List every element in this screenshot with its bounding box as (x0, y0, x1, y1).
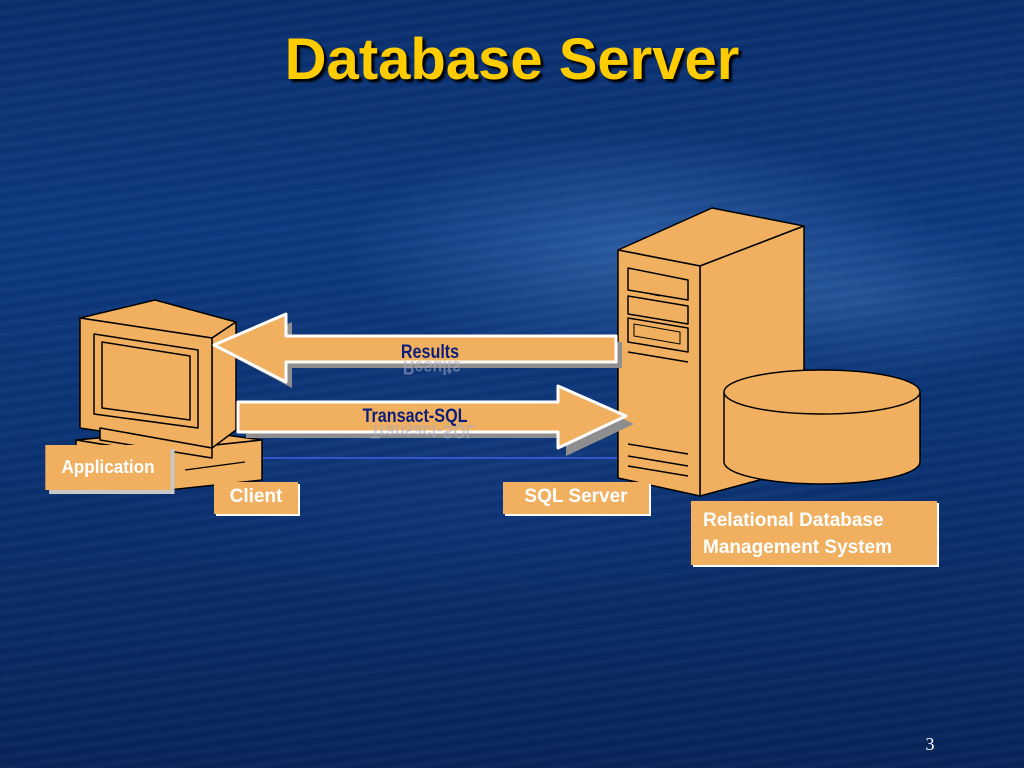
results-arrow (212, 312, 622, 388)
transact-sql-arrow (236, 384, 634, 456)
rdbms-label-line2: Management System (703, 537, 893, 558)
client-label: Client (214, 482, 298, 514)
sql-server-label: SQL Server (503, 482, 649, 514)
rdbms-label: Relational Database Management System (691, 501, 937, 565)
page-number: 3 (925, 734, 935, 754)
rdbms-label-line1: Relational Database (703, 510, 884, 531)
transact-sql-label: Transact-SQL (362, 406, 468, 427)
application-label: Application (45, 445, 171, 490)
database-cylinder-icon (723, 369, 921, 485)
slide-title: Database Server (284, 27, 740, 92)
results-label: Results (400, 342, 460, 363)
